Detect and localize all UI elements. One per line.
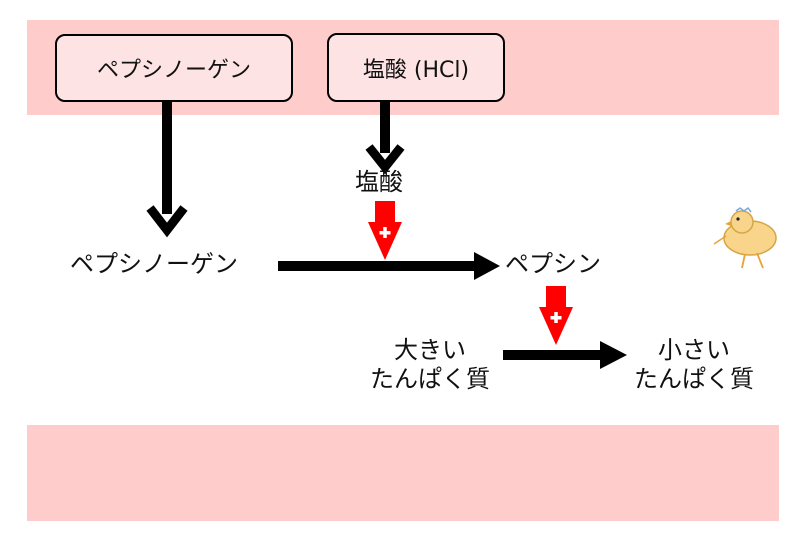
- large-protein-line2: たんぱく質: [370, 364, 490, 393]
- pepsin-label: ペプシン: [505, 250, 601, 278]
- pepsinogen-label: ペプシノーゲン: [70, 250, 238, 278]
- small-protein-line2: たんぱく質: [634, 364, 754, 393]
- acid-label: 塩酸: [355, 168, 403, 196]
- chick-icon: [713, 206, 777, 269]
- plus-arrow-icon: [539, 286, 573, 345]
- down-arrow-acid: [365, 100, 405, 175]
- pepsinogen-box-label: ペプシノーゲン: [96, 58, 251, 83]
- plus-arrow-icon: [368, 201, 402, 260]
- small-protein-line1: 小さい: [658, 336, 730, 364]
- hydrochloric-acid-box: 塩酸 (HCl): [327, 33, 505, 102]
- large-protein-label: 大きい たんぱく質: [360, 336, 500, 394]
- down-arrow-pepsinogen: [146, 100, 188, 238]
- small-protein-label: 小さい たんぱく質: [624, 336, 764, 394]
- arrow-pepsinogen-to-pepsin: [278, 252, 500, 280]
- arrow-large-to-small-protein: [503, 341, 627, 369]
- large-protein-line1: 大きい: [394, 336, 466, 364]
- pepsinogen-box: ペプシノーゲン: [55, 34, 293, 102]
- hydrochloric-acid-box-label: 塩酸 (HCl): [362, 57, 470, 83]
- bottom-band: [27, 425, 779, 521]
